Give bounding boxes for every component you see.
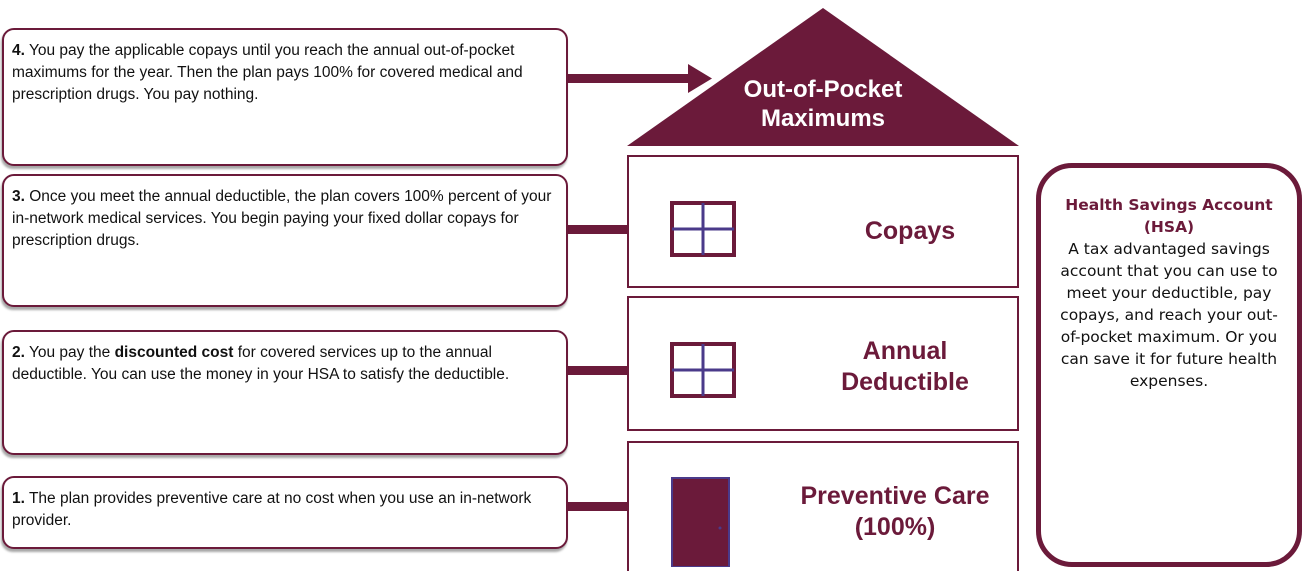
preventive-label: Preventive Care (100%) (800, 482, 990, 541)
roof-title: Out-of-Pocket Maximums (743, 76, 903, 132)
hsa-description: A tax advantaged savings account that yo… (1060, 240, 1278, 390)
hsa-title: Health Savings Account (HSA) (1065, 196, 1273, 236)
hsa-box: Health Savings Account (HSA) A tax advan… (1036, 163, 1302, 567)
step-text: You pay the applicable copays until you … (12, 42, 523, 103)
arrow-step4 (568, 64, 712, 93)
step-number: 2. (12, 344, 25, 361)
step-1-box: 1. The plan provides preventive care at … (2, 476, 568, 549)
step-bold-text: discounted cost (114, 344, 234, 361)
step-text: The plan provides preventive care at no … (12, 490, 532, 529)
copays-label: Copays (864, 217, 956, 245)
step-number: 4. (12, 42, 25, 59)
step-number: 1. (12, 490, 25, 507)
step-text: You pay the (24, 344, 115, 361)
step-3-box: 3. Once you meet the annual deductible, … (2, 174, 568, 307)
door-icon (671, 477, 730, 567)
window-icon-deductible (670, 342, 736, 398)
window-icon-copays (670, 201, 736, 257)
step-text-after: for covered services up to the annual de… (12, 344, 510, 383)
step-text: Once you meet the annual deductible, the… (12, 188, 552, 249)
step-4-box: 4. You pay the applicable copays until y… (2, 28, 568, 166)
step-2-box: 2. You pay the discounted cost for cover… (2, 330, 568, 455)
deductible-label: Annual Deductible (841, 337, 969, 396)
step-number: 3. (12, 188, 25, 205)
house-roof (627, 8, 1019, 146)
